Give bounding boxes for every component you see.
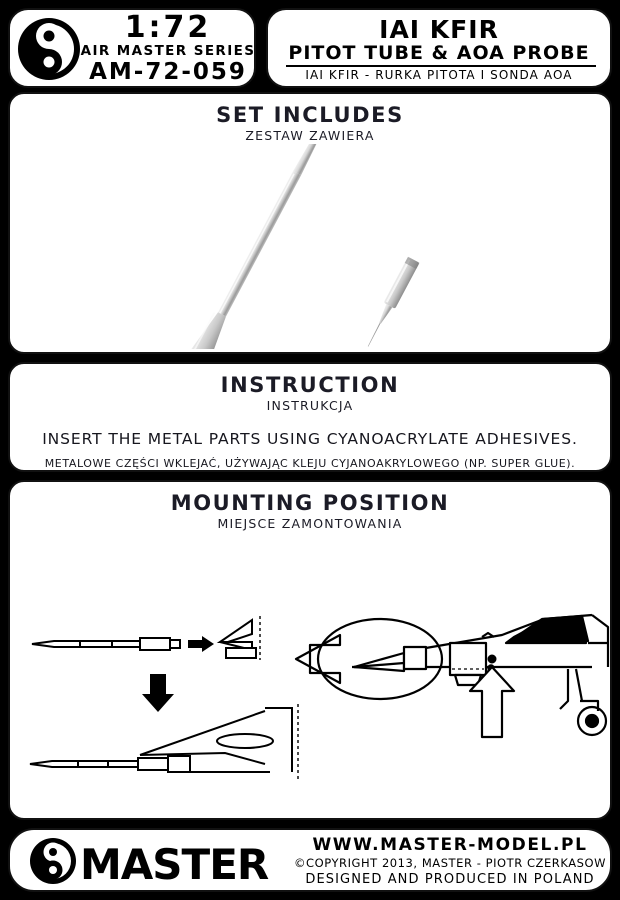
pitot-mounted-diagram	[29, 704, 299, 780]
master-swirl-logo-icon	[16, 16, 82, 82]
set-includes-title: Set includes	[216, 103, 404, 127]
kit-title: IAI Kfir	[379, 15, 499, 44]
instruction-panel: Instruction Instrukcja insert the metal …	[8, 362, 612, 472]
aoa-probe-part	[367, 256, 420, 347]
instruction-subtitle: Instrukcja	[266, 398, 354, 413]
left-arrow-icon	[294, 633, 342, 685]
instruction-text-pl: Metalowe części wklejać, używając kleju …	[44, 457, 576, 470]
set-includes-parts-illustration	[188, 144, 420, 349]
series-label: AIR MASTER SERIES	[80, 43, 256, 59]
title-divider	[286, 65, 596, 67]
master-brand-logo: MASTER	[30, 838, 270, 886]
footer-panel: MASTER WWW.MASTER-MODEL.PL ©Copyright 20…	[8, 828, 612, 892]
mounting-position-panel: Mounting position Miejsce zamontowania	[8, 480, 612, 820]
set-includes-panel: Set includes Zestaw zawiera	[8, 92, 612, 354]
pitot-insert-step-diagram	[31, 616, 261, 660]
footer-url[interactable]: WWW.MASTER-MODEL.PL	[312, 835, 588, 855]
up-arrow-icon	[468, 665, 516, 739]
kfir-side-view-diagram	[294, 613, 610, 739]
header-title-panel: IAI Kfir Pitot Tube & AOA probe IAI Kfir…	[266, 8, 612, 88]
instruction-title: Instruction	[220, 373, 400, 397]
scale-label: 1:72	[124, 10, 212, 45]
kit-title-polish: IAI Kfir - rurka Pitota i sonda AOA	[305, 68, 573, 82]
down-arrow-icon	[142, 674, 174, 712]
footer-made-in: DESIGNED AND PRODUCED IN POLAND	[305, 872, 595, 887]
mounting-title: Mounting position	[170, 491, 450, 515]
instruction-text-en: insert the metal parts using Cyanoacryla…	[42, 430, 578, 448]
mounting-subtitle: Miejsce zamontowania	[217, 516, 403, 531]
footer-copyright: ©Copyright 2013, MASTER - Piotr Czerkaso…	[293, 856, 606, 870]
footer-brand-text: MASTER	[80, 840, 269, 886]
zoom-ellipse	[316, 617, 444, 701]
product-code: AM-72-059	[89, 59, 247, 85]
header-scale-panel: 1:72 AIR MASTER SERIES AM-72-059	[8, 8, 256, 88]
set-includes-subtitle: Zestaw zawiera	[245, 128, 375, 143]
kit-subtitle: Pitot Tube & AOA probe	[288, 42, 590, 64]
pitot-tube-part	[188, 144, 334, 349]
master-swirl-logo-icon	[30, 838, 76, 884]
pitot-mounting-diagrams	[29, 616, 299, 780]
